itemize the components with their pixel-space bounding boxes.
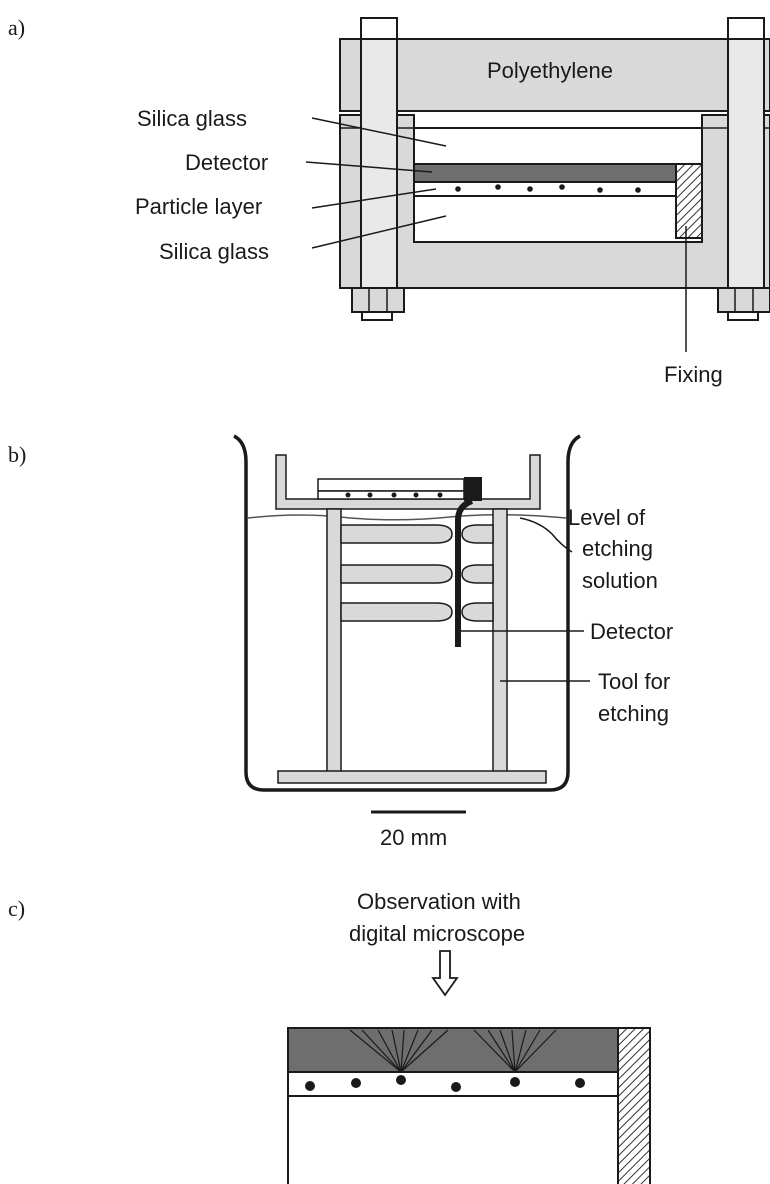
detector-layer [413, 163, 677, 183]
panel-b: b) [8, 434, 673, 850]
panel-b-tag: b) [8, 442, 26, 467]
bolt-head-right [727, 17, 765, 41]
label-observation-line2: digital microscope [349, 921, 525, 946]
label-detector-a: Detector [185, 150, 268, 175]
label-tool-line2: etching [598, 701, 669, 726]
label-level-line1: Level of [568, 505, 646, 530]
silica-glass-c [287, 1096, 619, 1184]
label-particle-layer: Particle layer [135, 194, 262, 219]
bolt-shaft-left [360, 38, 398, 290]
etching-solution-level [247, 513, 567, 521]
label-polyethylene: Polyethylene [487, 58, 613, 83]
bolt-shaft-right [727, 38, 765, 290]
observation-arrow-icon [431, 950, 459, 997]
label-silica-glass-top: Silica glass [137, 106, 247, 131]
beaker [233, 434, 581, 792]
etching-fins [340, 524, 494, 622]
label-tool-line1: Tool for [598, 669, 670, 694]
fixing-block [675, 163, 703, 239]
label-observation-line1: Observation with [357, 889, 521, 914]
panel-c: c) Observation with digital microscope [8, 889, 651, 1184]
nut-right [717, 287, 770, 313]
fixing-block-c [617, 1027, 651, 1184]
panel-a-tag: a) [8, 15, 25, 40]
label-fixing: Fixing [664, 362, 723, 387]
polyethylene-top-block [339, 38, 770, 112]
tool-leg-right [492, 508, 508, 774]
tool-base [277, 770, 547, 784]
etched-tracks [349, 1029, 557, 1073]
panel-a: a) [8, 15, 770, 387]
etching-tool-tray [275, 454, 541, 510]
panel-c-tag: c) [8, 896, 25, 921]
label-silica-glass-bottom: Silica glass [159, 239, 269, 264]
label-level-line3: solution [582, 568, 658, 593]
sample-fixing-b [464, 477, 482, 501]
tool-leg-left [326, 508, 342, 774]
bolt-head-left [360, 17, 398, 41]
particles-a [455, 184, 641, 193]
particles-c [305, 1075, 585, 1092]
label-level-line2: etching [582, 536, 653, 561]
nut-left [351, 287, 405, 313]
detector-layer-c [287, 1027, 619, 1073]
silica-glass-top [413, 127, 703, 165]
label-detector-b: Detector [590, 619, 673, 644]
label-scale: 20 mm [380, 825, 447, 850]
detector-strip [455, 498, 474, 647]
